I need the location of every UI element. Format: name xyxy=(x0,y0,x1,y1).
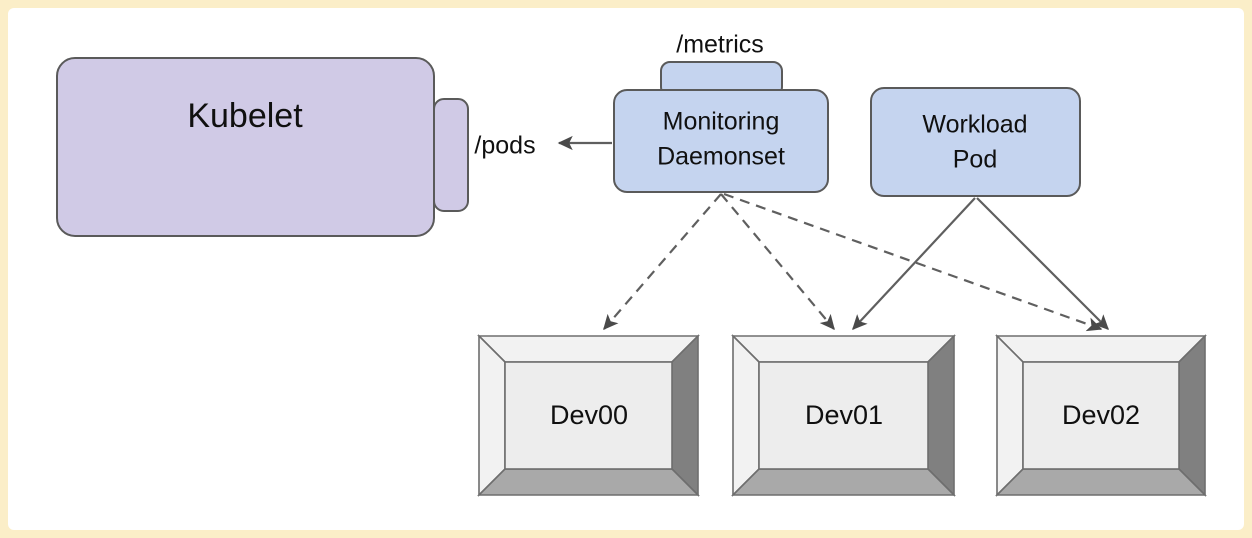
dev01-label: Dev01 xyxy=(805,400,883,430)
dev00-bevel-top xyxy=(477,335,700,363)
dev00-face[interactable] xyxy=(504,361,673,470)
kubelet-pods-port-tab[interactable] xyxy=(433,98,469,212)
edge-label-metrics: /metrics xyxy=(676,31,764,59)
monitoring-daemonset-label-line1: Monitoring xyxy=(663,108,780,136)
dev00-label: Dev00 xyxy=(550,400,628,430)
dev02-bevel-bottom xyxy=(995,468,1207,496)
edge-monitoring-to-dev02 xyxy=(723,192,1103,332)
edge-group-monitoring-to-devices xyxy=(603,192,1103,332)
dev00-bevel-bottom xyxy=(477,468,700,496)
kubelet-body[interactable] xyxy=(56,57,435,237)
workload-pod-label-line2: Pod xyxy=(953,146,997,174)
dev02-bevel-right xyxy=(1178,334,1206,497)
edge-workload-to-dev01 xyxy=(852,197,976,331)
dev01-bevel-bottom xyxy=(731,468,956,496)
diagram-svg: Kubelet Monitoring Daemonset Workload Po… xyxy=(56,31,1207,497)
device-node-dev02[interactable]: Dev02 xyxy=(995,334,1207,497)
monitoring-daemonset-node[interactable]: Monitoring Daemonset xyxy=(613,61,829,193)
edge-monitoring-to-dev01 xyxy=(720,193,835,331)
kubelet-label: Kubelet xyxy=(187,97,303,135)
edge-group-workload-to-devices xyxy=(852,197,1109,331)
edge-label-pods: /pods xyxy=(474,132,535,160)
dev02-face[interactable] xyxy=(1022,361,1180,470)
diagram-canvas: Kubelet Monitoring Daemonset Workload Po… xyxy=(8,8,1244,530)
dev01-bevel-top xyxy=(731,335,956,363)
monitoring-daemonset-label-line2: Daemonset xyxy=(657,143,785,171)
workload-pod-body[interactable] xyxy=(870,87,1081,197)
workload-pod-node[interactable]: Workload Pod xyxy=(870,87,1081,197)
dev01-face[interactable] xyxy=(758,361,929,470)
workload-pod-label-line1: Workload xyxy=(922,111,1027,139)
dev02-bevel-left xyxy=(996,334,1024,497)
dev01-bevel-right xyxy=(927,334,955,497)
dev02-bevel-top xyxy=(995,335,1207,363)
kubelet-node[interactable]: Kubelet xyxy=(56,57,469,237)
dev02-label: Dev02 xyxy=(1062,400,1140,430)
device-node-dev00[interactable]: Dev00 xyxy=(477,334,700,497)
device-node-dev01[interactable]: Dev01 xyxy=(731,334,956,497)
monitoring-daemonset-body[interactable] xyxy=(613,89,829,193)
dev01-bevel-left xyxy=(732,334,760,497)
edge-monitoring-to-dev00 xyxy=(603,193,722,331)
edge-workload-to-dev02 xyxy=(976,197,1109,330)
dev00-bevel-right xyxy=(671,334,699,497)
dev00-bevel-left xyxy=(478,334,506,497)
